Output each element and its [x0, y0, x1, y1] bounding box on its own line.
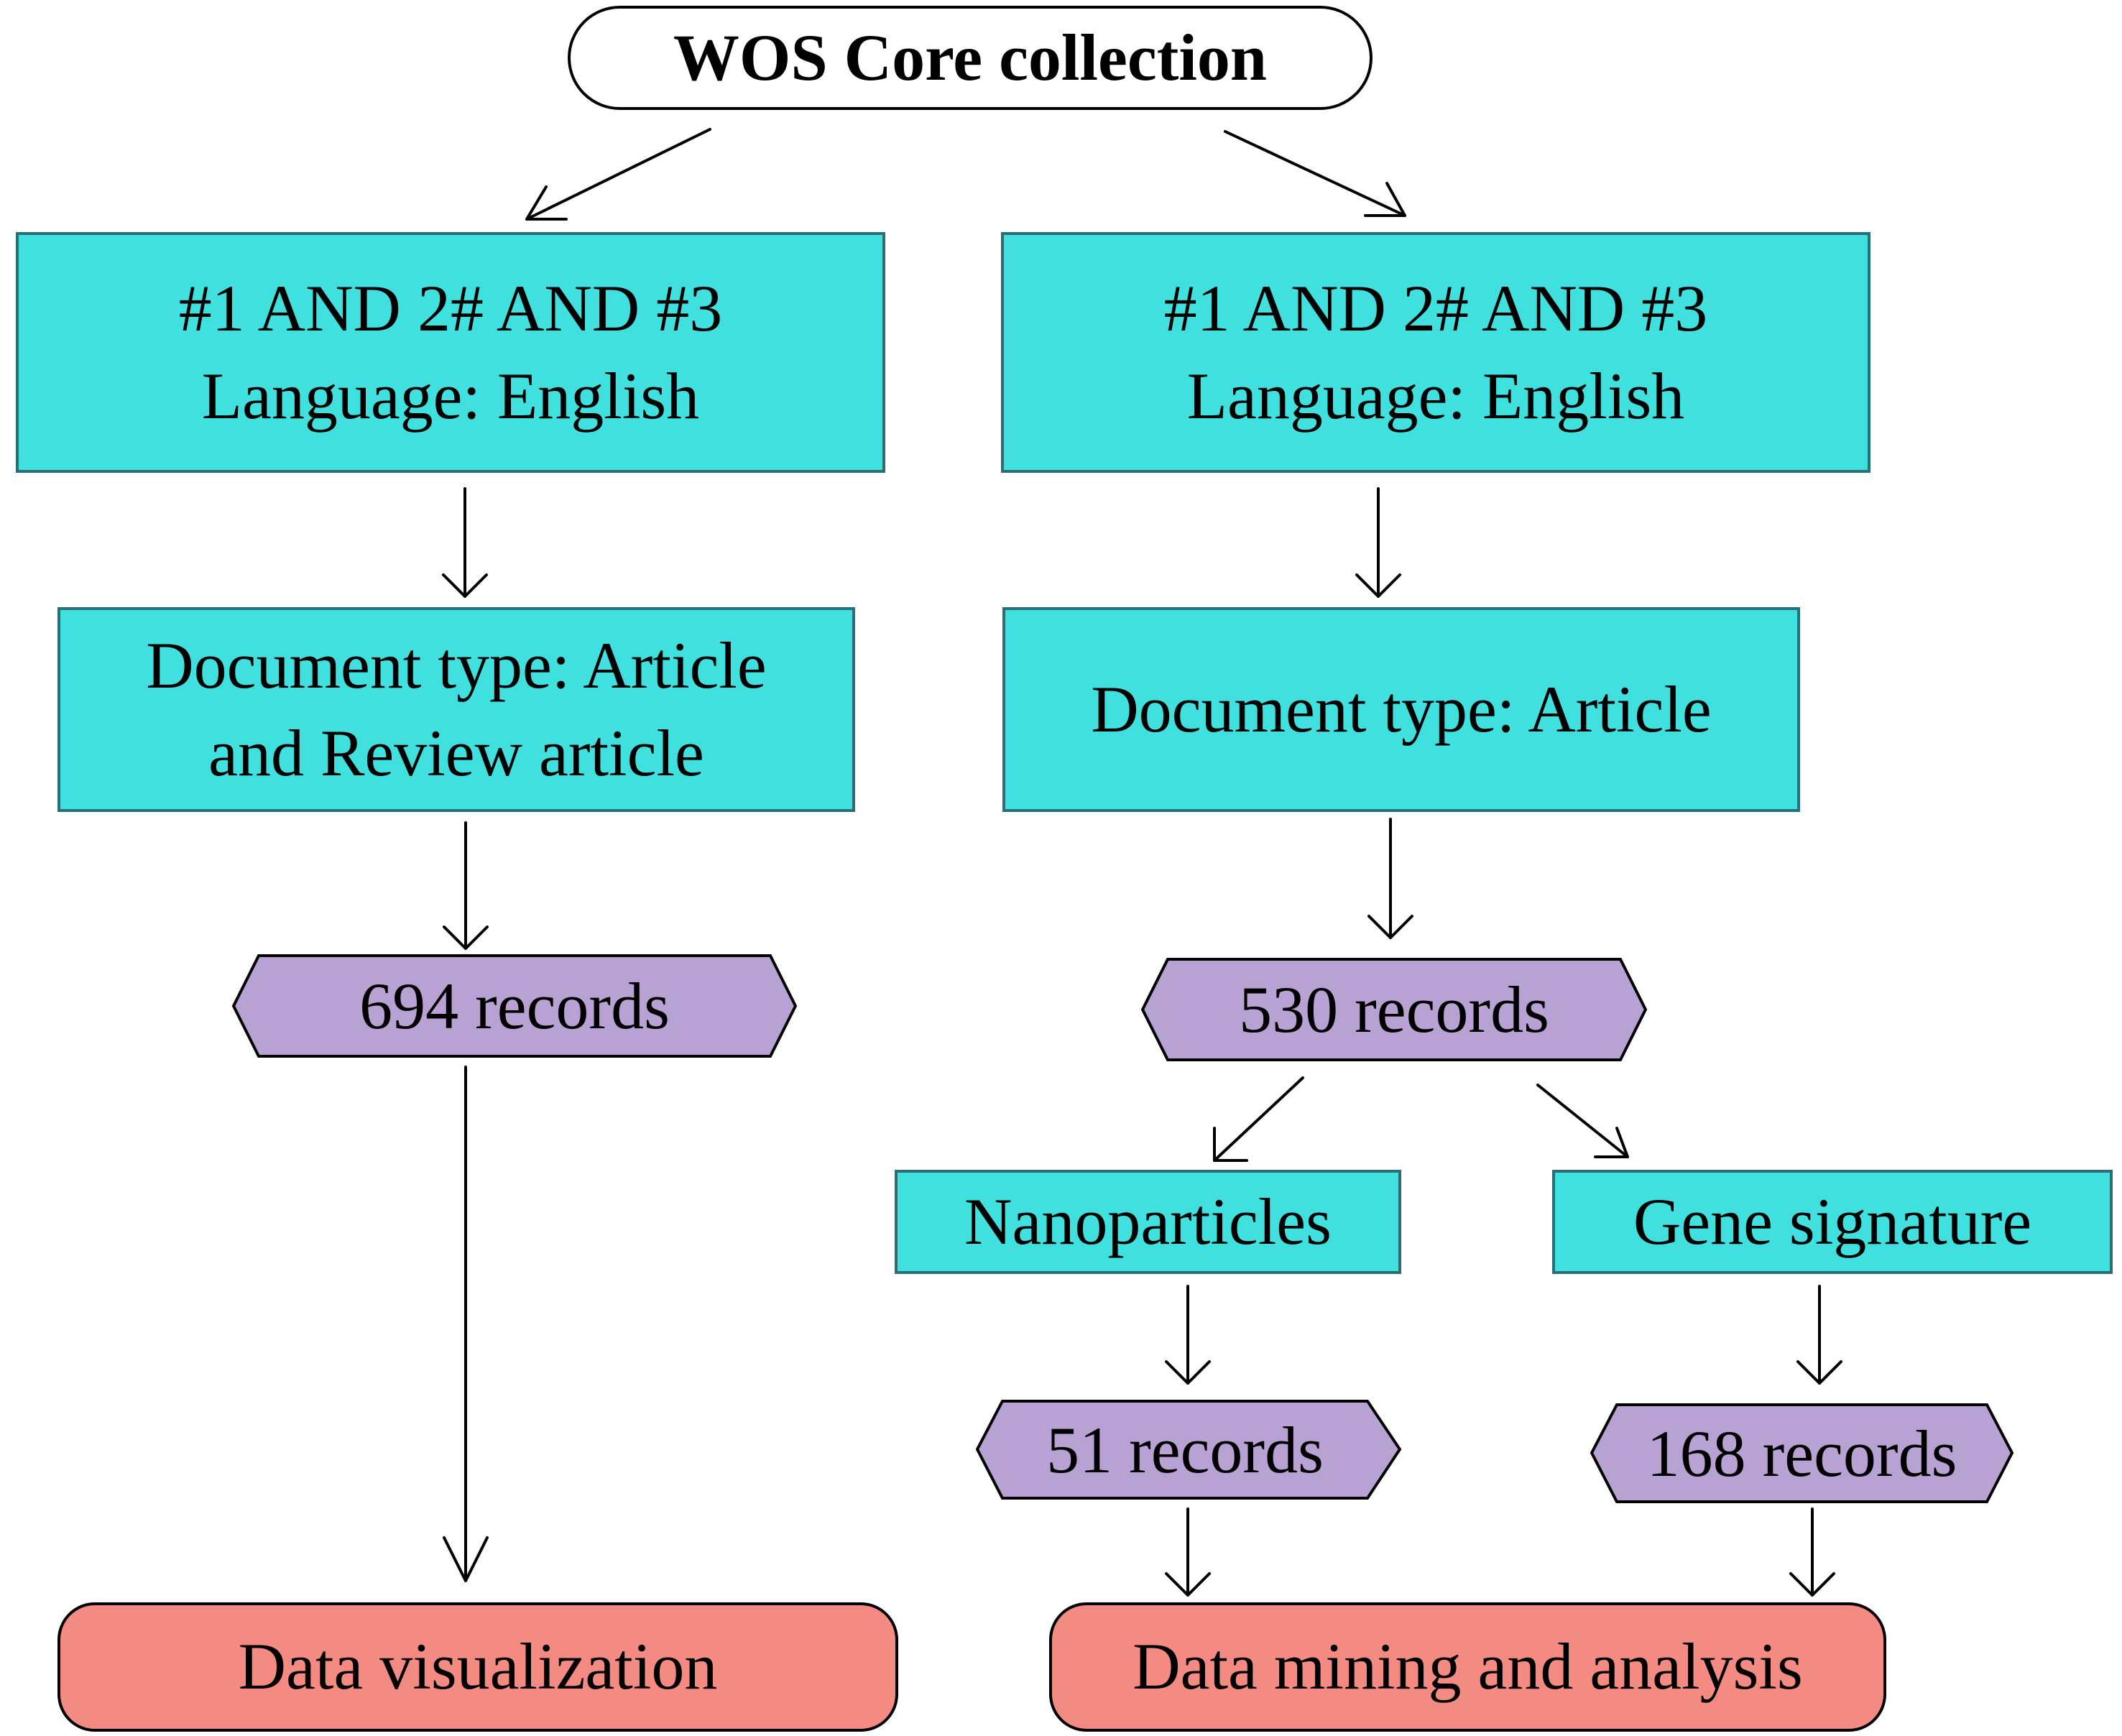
right-output-label: Data mining and analysis	[1132, 1630, 1803, 1704]
right-doctype-label: Document type: Article	[1091, 672, 1712, 746]
arrow-left-records-to-output	[443, 1066, 489, 1582]
right-query-line1: #1 AND 2# AND #3	[1163, 272, 1708, 346]
nanoparticles-box: Nanoparticles	[895, 1170, 1401, 1274]
left-doctype-line1: Document type: Article	[146, 629, 767, 703]
left-query-line1: #1 AND 2# AND #3	[178, 272, 723, 346]
arrow-left-doctype-to-records	[443, 821, 489, 950]
arrow-530-to-nanoparticles	[1213, 1076, 1304, 1162]
arrow-source-to-left-query	[525, 128, 711, 221]
arrow-530-to-gene-signature	[1536, 1084, 1629, 1158]
records-label-694: 694 records	[359, 969, 670, 1043]
records-label-168: 168 records	[1646, 1416, 1957, 1490]
gene-signature-box: Gene signature	[1552, 1170, 2113, 1274]
right-doctype-box: Document type: Article	[1002, 607, 1800, 812]
right-query-box: #1 AND 2# AND #3 Language: English	[1001, 232, 1870, 473]
records-hexagon-530	[1140, 958, 1648, 1061]
left-doctype-box: Document type: Article and Review articl…	[57, 607, 855, 812]
arrow-left-query-to-doctype	[442, 487, 488, 598]
source-label: WOS Core collection	[673, 20, 1268, 94]
left-output-label: Data visualization	[238, 1630, 718, 1704]
left-output-box: Data visualization	[57, 1602, 898, 1732]
left-query-line2: Language: English	[201, 359, 700, 433]
records-hexagon-168	[1590, 1403, 2014, 1503]
arrow-gene-signature-to-168	[1796, 1285, 1842, 1385]
right-query-line2: Language: English	[1186, 359, 1685, 433]
arrow-nanoparticles-to-51	[1165, 1285, 1211, 1385]
records-hexagon-51	[975, 1400, 1402, 1500]
gene-signature-label: Gene signature	[1633, 1184, 2032, 1258]
nanoparticles-label: Nanoparticles	[964, 1184, 1332, 1258]
records-label-530: 530 records	[1239, 973, 1549, 1046]
left-query-box: #1 AND 2# AND #3 Language: English	[16, 232, 885, 473]
records-label-51: 51 records	[1046, 1413, 1324, 1487]
left-doctype-line2: and Review article	[208, 716, 704, 790]
arrow-right-query-to-doctype	[1355, 487, 1401, 598]
arrow-source-to-right-query	[1224, 130, 1406, 217]
source-node: WOS Core collection	[568, 6, 1373, 110]
arrow-right-doctype-to-records	[1367, 818, 1413, 939]
records-hexagon-694	[231, 954, 798, 1058]
arrow-168-to-output	[1789, 1508, 1835, 1597]
right-output-box: Data mining and analysis	[1049, 1602, 1886, 1732]
arrow-51-to-output	[1165, 1508, 1211, 1597]
